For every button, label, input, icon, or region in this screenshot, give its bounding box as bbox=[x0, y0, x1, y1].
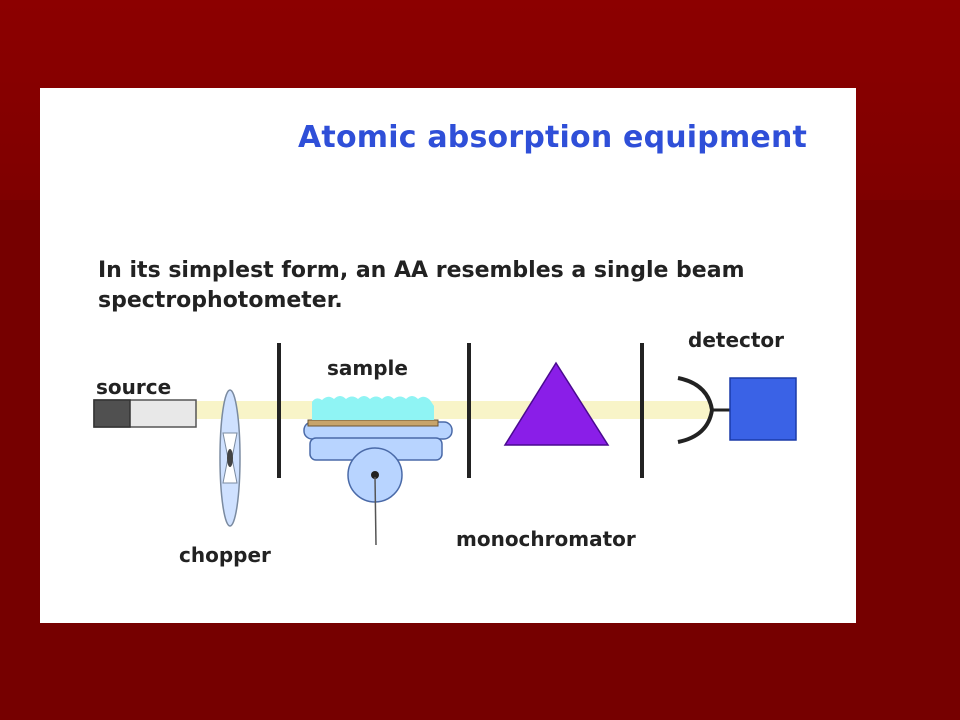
aa-diagram bbox=[93, 343, 797, 546]
nebulizer bbox=[347, 447, 403, 546]
slide-title: Atomic absorption equipment bbox=[298, 120, 808, 155]
sample-label: sample bbox=[327, 356, 408, 380]
chopper-disk bbox=[219, 389, 241, 527]
source-lamp bbox=[93, 399, 197, 428]
source-label: source bbox=[96, 375, 172, 399]
monochromator-prism bbox=[503, 361, 610, 446]
detector bbox=[677, 376, 797, 444]
slide-panel: Atomic absorption equipment In its simpl… bbox=[40, 88, 856, 623]
detector-label: detector bbox=[688, 328, 785, 352]
light-beam bbox=[190, 401, 710, 419]
monochromator-label: monochromator bbox=[456, 527, 636, 551]
chopper-label: chopper bbox=[179, 543, 271, 567]
intro-text: In its simplest form, an AA resembles a … bbox=[98, 258, 745, 313]
